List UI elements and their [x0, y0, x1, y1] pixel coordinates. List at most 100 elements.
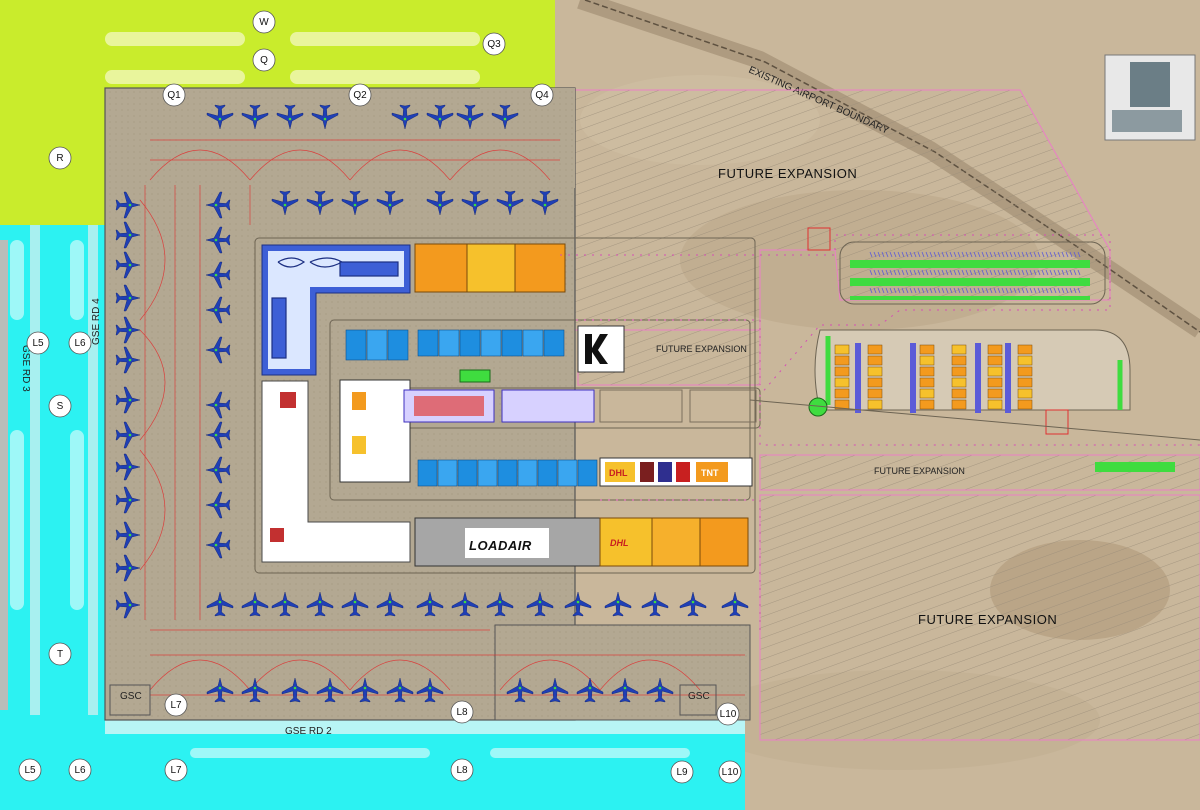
- loadair-logo-box: [465, 528, 549, 558]
- aircraft-icon: [115, 591, 141, 619]
- courier-sign: [676, 462, 690, 482]
- gsc-building-left: [109, 684, 151, 716]
- tnt-sign: [696, 462, 728, 482]
- svg-text:L10: L10: [720, 709, 737, 720]
- svg-text:R: R: [56, 153, 63, 164]
- future-building-slot-1: [599, 389, 683, 423]
- gse-rd-3-road: [30, 225, 40, 715]
- blue-warehouse-unit: [543, 329, 565, 357]
- aircraft-icon: [576, 677, 604, 703]
- blue-warehouse-unit: [437, 459, 458, 487]
- aircraft-icon: [426, 190, 454, 216]
- aircraft-icon: [205, 336, 231, 364]
- parking-tile: [987, 355, 1003, 366]
- svg-text:Q: Q: [260, 55, 268, 66]
- aircraft-icon: [205, 296, 231, 324]
- existing-building-roof: [1112, 110, 1182, 132]
- parking-tile: [867, 388, 883, 399]
- svg-text:L8: L8: [456, 765, 468, 776]
- parking-tile: [1017, 344, 1033, 355]
- aircraft-icon: [271, 591, 299, 617]
- svg-text:T: T: [57, 649, 63, 660]
- svg-text:Q1: Q1: [167, 90, 181, 101]
- taxiway-marker-q2: Q2: [348, 83, 372, 107]
- aircraft-icon: [206, 104, 234, 130]
- taxiway-marker-l5: L5: [26, 331, 50, 355]
- blue-warehouse-unit: [459, 329, 481, 357]
- loadair-label: LOADAIR: [469, 538, 532, 553]
- aircraft-icon: [281, 677, 309, 703]
- aircraft-icon: [416, 677, 444, 703]
- aircraft-icon: [486, 591, 514, 617]
- aircraft-icon: [206, 591, 234, 617]
- aircraft-icon: [115, 284, 141, 312]
- warehouse-orange-1: [414, 243, 468, 293]
- aircraft-icon: [205, 226, 231, 254]
- parking-divider: [1005, 343, 1011, 413]
- aircraft-icon: [205, 421, 231, 449]
- aircraft-icon: [506, 677, 534, 703]
- parking-tile: [1017, 355, 1033, 366]
- parking-tile: [1017, 377, 1033, 388]
- blue-warehouse-unit: [457, 459, 478, 487]
- svg-text:L7: L7: [170, 700, 182, 711]
- parking-divider: [855, 343, 861, 413]
- svg-text:L5: L5: [24, 765, 36, 776]
- kcc-logo: [585, 334, 608, 364]
- parking-tile: [951, 399, 967, 410]
- svg-text:W: W: [259, 17, 269, 28]
- parking-tile: [987, 399, 1003, 410]
- taxiway-marker-l8b: L8: [450, 758, 474, 782]
- future-expansion-label-4: FUTURE EXPANSION: [918, 612, 1057, 627]
- taxiway-marker-l6b: L6: [68, 758, 92, 782]
- blue-warehouse-unit: [537, 459, 558, 487]
- future-expansion-label-1: FUTURE EXPANSION: [718, 166, 857, 181]
- aircraft-icon: [205, 391, 231, 419]
- svg-text:S: S: [57, 401, 64, 412]
- aircraft-icon: [115, 554, 141, 582]
- taxiway-marker-l7b: L7: [164, 758, 188, 782]
- aircraft-icon: [115, 221, 141, 249]
- blue-warehouse-unit: [417, 459, 438, 487]
- gse-rd-2-label: GSE RD 2: [285, 726, 332, 737]
- taxiway-marker-q3: Q3: [482, 32, 506, 56]
- aircraft-icon: [351, 677, 379, 703]
- agility-building: [339, 379, 411, 483]
- central-cargo-building-core: [414, 396, 484, 416]
- dhl-label-small: DHL: [609, 468, 628, 478]
- aircraft-icon: [604, 591, 632, 617]
- aircraft-icon: [115, 346, 141, 374]
- parking-divider: [910, 343, 916, 413]
- blue-warehouse-unit: [517, 459, 538, 487]
- svg-text:Q2: Q2: [353, 90, 367, 101]
- aircraft-icon: [391, 104, 419, 130]
- parking-tile: [919, 388, 935, 399]
- aircraft-icon: [115, 251, 141, 279]
- aircraft-icon: [721, 591, 749, 617]
- aircraft-icon: [311, 104, 339, 130]
- parking-tile: [867, 355, 883, 366]
- future-expansion-label-3: FUTURE EXPANSION: [874, 466, 965, 476]
- taxiway-marker-t: T: [48, 642, 72, 666]
- svg-text:Q4: Q4: [535, 90, 549, 101]
- parking-tile: [834, 388, 850, 399]
- aircraft-icon: [205, 261, 231, 289]
- parking-tile: [951, 344, 967, 355]
- blue-warehouse-unit: [417, 329, 439, 357]
- aircraft-icon: [115, 521, 141, 549]
- future-expansion-label-2: FUTURE EXPANSION: [656, 344, 747, 354]
- kcc-building: [577, 325, 625, 373]
- aircraft-icon: [496, 190, 524, 216]
- taxiway-marker-l6: L6: [68, 331, 92, 355]
- gse-rd-3-label: GSE RD 3: [20, 345, 31, 392]
- dhl-mini-sign: [605, 462, 635, 482]
- blue-warehouse-unit: [366, 329, 388, 361]
- parking-tile: [1017, 366, 1033, 377]
- aircraft-icon: [241, 104, 269, 130]
- svg-text:L6: L6: [74, 338, 86, 349]
- aircraft-icon: [541, 677, 569, 703]
- perimeter-fence: [560, 234, 1200, 630]
- aircraft-icon: [115, 191, 141, 219]
